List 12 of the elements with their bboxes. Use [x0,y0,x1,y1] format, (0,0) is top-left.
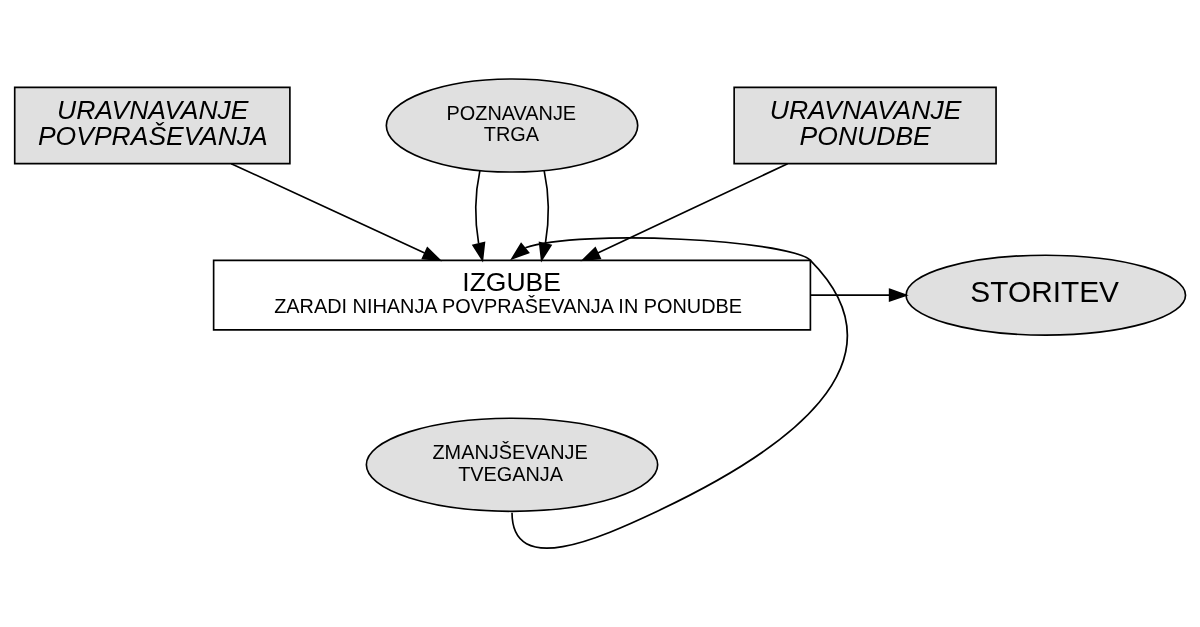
node-ellipse: STORITEV [905,254,1187,336]
arrow [471,170,486,263]
arrow [809,288,909,303]
node-ellipse: POZNAVANJE TRGA [385,78,639,173]
arrow [510,237,849,549]
node-box: IZGUBE ZARADI NIHANJA POVPRAŠEVANJA IN PONUDBE [212,259,812,331]
node-box: URAVNAVANJE POVPRAŠEVANJA [13,86,291,165]
arrow [538,170,553,263]
node-box: URAVNAVANJE PONUDBE [733,86,997,165]
arrow [580,162,789,262]
arrow [230,162,443,262]
node-ellipse: ZMANJŠEVANJE TVEGANJA [365,417,659,513]
